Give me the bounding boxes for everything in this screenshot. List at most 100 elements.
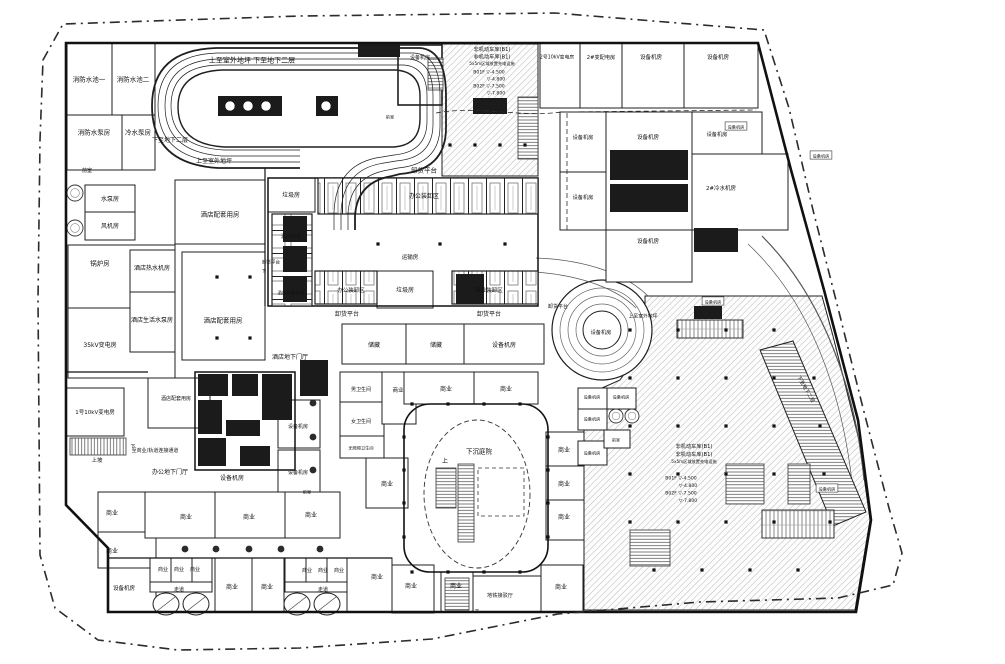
ramp-path xyxy=(170,64,428,230)
room xyxy=(621,42,685,109)
round-column xyxy=(316,545,324,553)
plan-label: 商业 xyxy=(180,513,192,521)
column xyxy=(676,424,680,428)
elevator-cab xyxy=(320,100,332,112)
column xyxy=(402,501,406,505)
plan-label: 商业 xyxy=(302,567,312,574)
ramp-path xyxy=(177,69,421,148)
column xyxy=(402,535,406,539)
column xyxy=(446,402,450,406)
road-arc xyxy=(747,243,853,483)
plan-label: 设备机房 xyxy=(813,152,830,159)
room xyxy=(545,465,585,501)
column xyxy=(446,570,450,574)
room xyxy=(539,42,581,109)
ramp-path xyxy=(164,58,434,230)
column xyxy=(724,328,728,332)
plan-label: 设备机房 xyxy=(591,328,612,336)
room xyxy=(559,171,607,231)
room xyxy=(129,291,176,353)
plan-label: 商业 xyxy=(106,509,118,517)
column xyxy=(402,468,406,472)
column xyxy=(498,143,502,147)
plan-label: 卸货平台 xyxy=(548,303,568,310)
stair xyxy=(444,577,470,611)
column xyxy=(828,520,832,524)
courtyard-slab xyxy=(403,403,549,573)
room xyxy=(65,387,125,437)
plan-label: 卸货平台 xyxy=(262,259,280,266)
plan-label: ▽-7.800 xyxy=(679,498,697,504)
elevator-core xyxy=(198,400,222,434)
plan-label: 至商业/轨道连接通道 xyxy=(132,447,179,454)
room xyxy=(144,491,216,539)
plan-label: 酒店地下门厅 xyxy=(272,353,308,361)
column xyxy=(724,472,728,476)
column xyxy=(410,402,414,406)
plan-label: 卸货平台 xyxy=(411,165,437,174)
site-boundary xyxy=(37,12,903,651)
room xyxy=(84,184,136,213)
room xyxy=(339,401,385,437)
plan-label: 1号10kV变电房 xyxy=(75,408,115,416)
elevator-core xyxy=(610,150,688,180)
columns-layer xyxy=(181,143,832,574)
room xyxy=(346,557,393,613)
tank xyxy=(66,184,84,202)
room xyxy=(149,581,213,593)
room xyxy=(691,153,789,231)
dashed-line xyxy=(435,109,757,115)
column xyxy=(628,424,632,428)
plan-label: ▽-4.800 xyxy=(679,483,697,489)
plan-label: B02F ▽-7.500 xyxy=(665,491,697,497)
plan-label: 走道 xyxy=(174,586,184,593)
room xyxy=(284,491,341,539)
column xyxy=(546,468,550,472)
plan-label: 消防水池二 xyxy=(117,74,150,83)
elevator-core xyxy=(283,246,307,272)
wall-rect xyxy=(194,371,296,471)
plan-label: 设备机房 xyxy=(584,393,601,400)
plan-label: 5x5m区域放置充电设施 xyxy=(469,60,515,67)
elevator-cab xyxy=(224,100,236,112)
elevator-core xyxy=(456,274,484,304)
column xyxy=(700,568,704,572)
plan-label: 设备机房 xyxy=(410,54,430,61)
elevator-core xyxy=(240,446,270,466)
plan-label: 设备机房 xyxy=(640,53,663,61)
plan-label: 2号10kV变电房 xyxy=(540,54,575,61)
column xyxy=(482,570,486,574)
column xyxy=(628,520,632,524)
elevator-cab xyxy=(260,100,272,112)
room xyxy=(181,251,266,361)
column xyxy=(518,570,522,574)
elevator-core xyxy=(226,420,260,436)
road-arcs xyxy=(535,235,865,483)
column xyxy=(546,535,550,539)
room xyxy=(405,323,467,365)
plan-label: 前室 xyxy=(303,488,311,495)
round-column xyxy=(309,466,317,474)
column xyxy=(628,472,632,476)
column xyxy=(818,424,822,428)
sunken-courtyard xyxy=(403,403,549,573)
courtyard-void xyxy=(477,467,525,517)
plan-label: 商业 xyxy=(243,513,255,521)
column xyxy=(772,520,776,524)
plan-label: 酒店配套用房 xyxy=(201,209,240,218)
column xyxy=(518,402,522,406)
stair xyxy=(435,467,457,509)
plan-label: 商业 xyxy=(392,386,404,394)
plan-label: 35kV变电房 xyxy=(83,341,116,349)
column xyxy=(772,376,776,380)
ramp-loop xyxy=(151,47,447,230)
building-outline xyxy=(64,41,873,614)
plan-label: 上至室外地坪 下至地下二层 xyxy=(209,55,295,64)
room xyxy=(577,440,608,466)
room xyxy=(339,435,385,459)
plan-label: 商业 xyxy=(555,583,567,591)
plan-label: 前室 xyxy=(82,167,92,174)
spiral-lane xyxy=(567,295,637,365)
room xyxy=(251,557,285,613)
